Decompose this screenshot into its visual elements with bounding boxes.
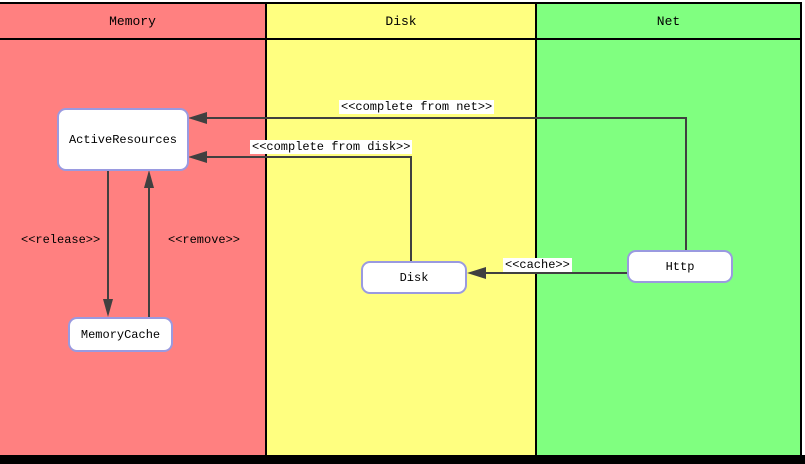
edge-complete-from-net-hline (206, 117, 686, 119)
edge-complete-from-disk-arrowhead-icon (188, 151, 207, 163)
edge-label-cache: <<cache>> (503, 258, 572, 272)
edge-release-arrowhead-icon (103, 299, 113, 317)
edge-remove-arrowhead-icon (144, 170, 154, 188)
lane-disk-header: Disk (267, 4, 535, 40)
node-active-resources: ActiveResources (57, 108, 189, 171)
edge-complete-from-net-vline (685, 117, 687, 250)
edge-cache-arrowhead-icon (467, 267, 486, 279)
lane-memory: Memory (0, 2, 267, 455)
edge-label-complete-from-disk: <<complete from disk>> (250, 140, 413, 154)
lane-memory-header: Memory (0, 4, 265, 40)
lane-net: Net (537, 2, 802, 455)
node-http: Http (627, 250, 733, 283)
edge-complete-from-disk-hline (206, 156, 411, 158)
lane-net-header: Net (537, 4, 800, 40)
edge-complete-from-net-arrowhead-icon (188, 112, 207, 124)
edge-release-vline (107, 170, 109, 302)
lane-memory-title: Memory (109, 13, 156, 29)
lane-disk: Disk (267, 2, 537, 455)
node-disk: Disk (361, 261, 467, 294)
edge-complete-from-disk-vline (410, 156, 412, 262)
diagram-bottom-border (0, 455, 805, 464)
lane-net-title: Net (656, 13, 681, 29)
node-memory-cache: MemoryCache (68, 317, 173, 352)
lane-disk-title: Disk (385, 13, 417, 29)
edge-cache-hline (486, 272, 627, 274)
edge-label-complete-from-net: <<complete from net>> (339, 100, 495, 114)
edge-remove-vline (148, 187, 150, 317)
edge-label-release: <<release>> (21, 233, 101, 247)
edge-label-remove: <<remove>> (168, 233, 241, 247)
